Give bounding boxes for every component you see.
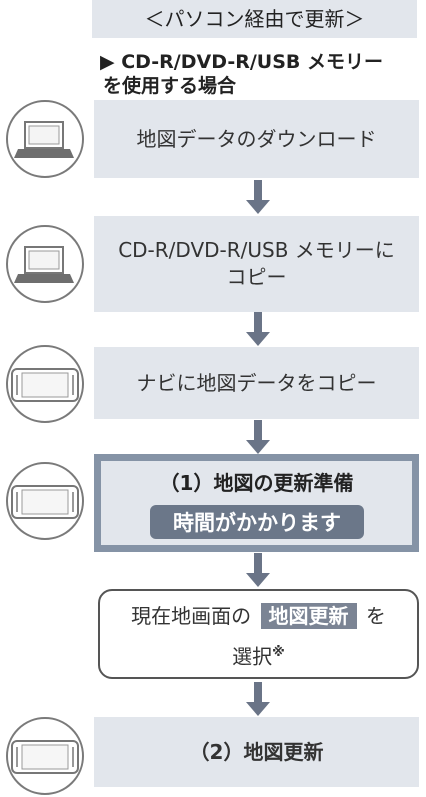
step-copy-media-line1: CD-R/DVD-R/USB メモリーに (118, 238, 395, 262)
time-note-text: 時間がかかります (173, 511, 341, 535)
arrow-down-icon (246, 420, 270, 454)
step-prepare-label: （1）地図の更新準備 (159, 471, 354, 495)
step-copy-navi: ナビに地図データをコピー (94, 347, 419, 419)
step-update: （2）地図更新 (94, 717, 419, 787)
navi-unit-icon (6, 717, 84, 795)
step-copy-media: CD-R/DVD-R/USB メモリーに コピー (94, 216, 419, 312)
arrow-down-icon (246, 312, 270, 346)
header-title-text: ＜パソコン経由で更新＞ (144, 7, 365, 31)
time-note-pill: 時間がかかります (150, 505, 364, 539)
laptop-icon (6, 100, 84, 178)
step-prepare: （1）地図の更新準備 時間がかかります (94, 454, 419, 552)
arrow-down-icon (246, 682, 270, 716)
navi-unit-icon (6, 462, 84, 540)
step-update-label: （2）地図更新 (189, 739, 324, 764)
arrow-down-icon (246, 553, 270, 587)
step-select-post: を (365, 604, 386, 628)
step-select-line2: 選択※ (100, 636, 417, 674)
reference-mark: ※ (272, 645, 285, 660)
arrow-down-icon (246, 180, 270, 214)
step-select-pre: 現在地画面の (131, 604, 252, 628)
step-select: 現在地画面の 地図更新 を 選択※ (98, 589, 419, 679)
map-update-button: 地図更新 (260, 603, 357, 629)
step-copy-navi-label: ナビに地図データをコピー (136, 370, 377, 395)
step-select-line2-text: 選択 (232, 644, 273, 669)
step-download-label: 地図データのダウンロード (136, 126, 377, 151)
subhead: ▶ CD-R/DVD-R/USB メモリー を使用する場合 (100, 50, 425, 98)
subhead-line1: ▶ CD-R/DVD-R/USB メモリー (100, 51, 384, 73)
navi-unit-icon (6, 345, 84, 423)
subhead-line2: を使用する場合 (103, 75, 237, 97)
step-download: 地図データのダウンロード (94, 100, 419, 178)
step-copy-media-line2: コピー (226, 265, 287, 289)
laptop-icon (6, 225, 84, 303)
step-select-line1: 現在地画面の 地図更新 を (100, 596, 417, 636)
header-title: ＜パソコン経由で更新＞ (92, 0, 417, 38)
